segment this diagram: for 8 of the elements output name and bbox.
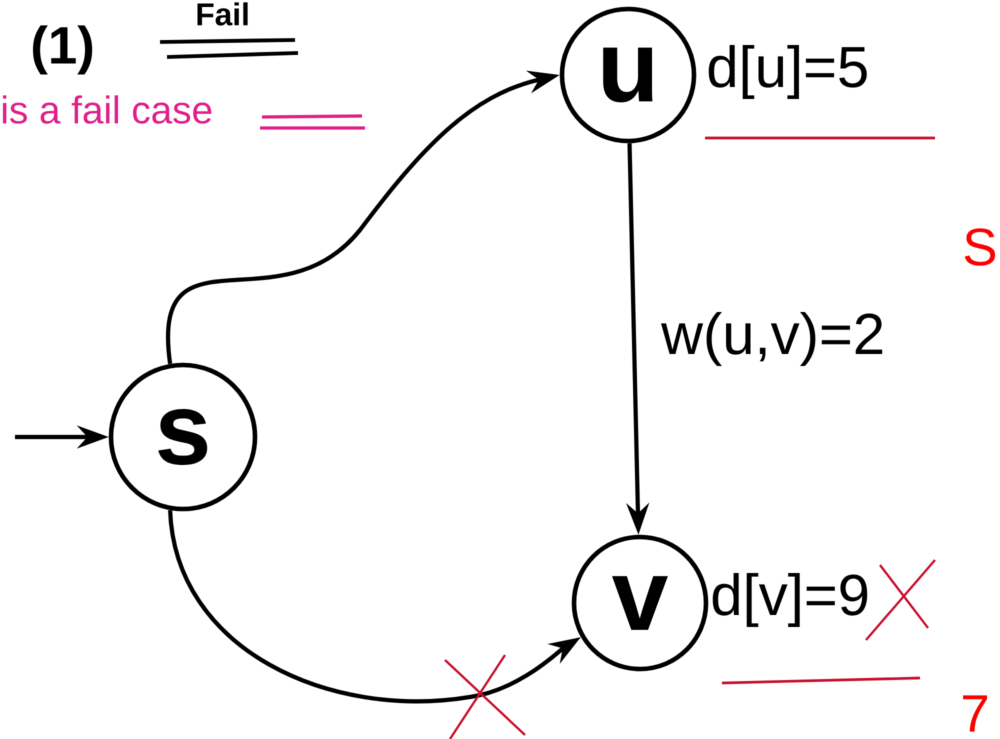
note-text: (1) xyxy=(32,25,92,74)
distance-label: d[u]=5 xyxy=(708,44,867,100)
note-text: S xyxy=(964,228,996,266)
distance-label: d[v]=9 xyxy=(712,572,868,628)
note-text: Fail xyxy=(197,2,248,26)
note-text: 7 xyxy=(963,695,988,732)
note-text: is a fail case xyxy=(2,95,212,124)
edge-label: w(u,v)=2 xyxy=(659,310,887,368)
